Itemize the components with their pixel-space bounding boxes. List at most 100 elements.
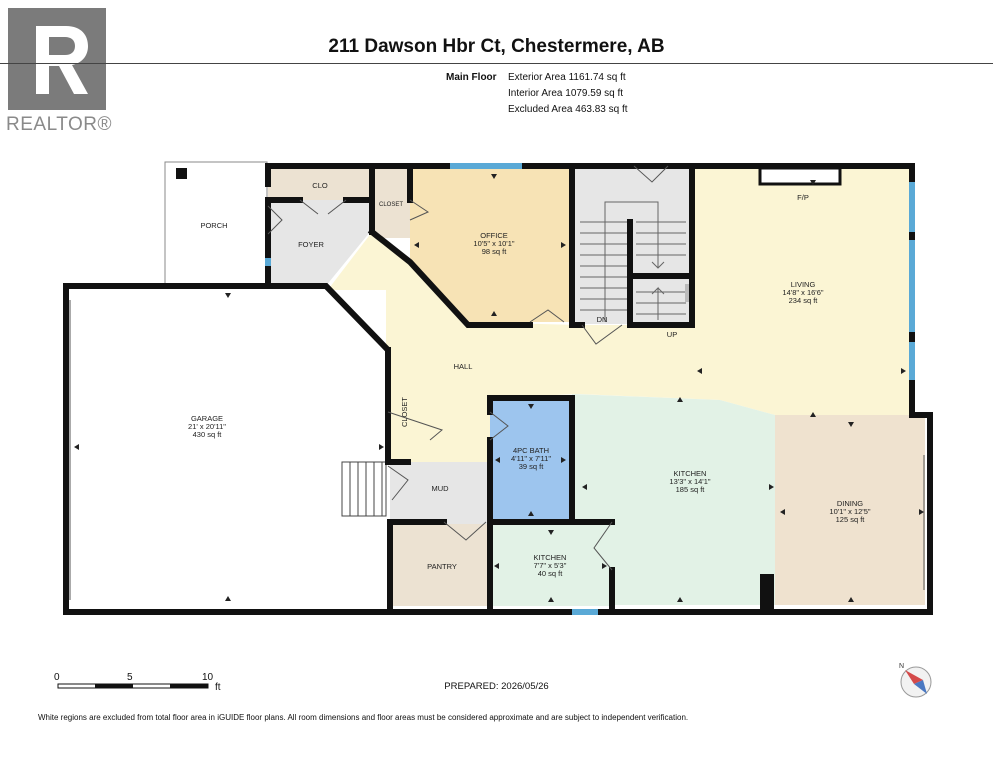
tick [548, 530, 554, 535]
mud-door [387, 465, 409, 501]
tick [780, 509, 785, 515]
pantry-door [443, 521, 487, 541]
garage-area [68, 290, 386, 608]
fp-label: F/P [797, 193, 809, 202]
clo-label: CLO [312, 181, 328, 190]
tick [414, 242, 419, 248]
doors [267, 165, 669, 571]
tick [491, 311, 497, 316]
foyer-label: FOYER [298, 240, 324, 249]
stairs [580, 201, 693, 322]
hall-label: HALL [454, 362, 473, 371]
wall-bath [487, 395, 575, 523]
living-door [633, 165, 669, 183]
tick [810, 412, 816, 417]
garage-dims: 21' x 20'11" [188, 422, 226, 431]
dining-name: DINING [837, 499, 863, 508]
compass-icon: N [899, 663, 932, 698]
living-dims: 14'8" x 16'6" [782, 288, 823, 297]
tick [848, 422, 854, 427]
tick [561, 242, 566, 248]
tick [919, 509, 924, 515]
area-lines: Exterior Area 1161.74 sq ft Interior Are… [508, 70, 628, 118]
kitchen2-area [490, 524, 612, 606]
step-block [341, 461, 387, 517]
tick [379, 444, 384, 450]
tick [677, 597, 683, 602]
realtor-logo-mark [8, 8, 106, 110]
tick [561, 457, 566, 463]
tick [602, 563, 607, 569]
room-fills [68, 161, 925, 608]
tick [225, 293, 231, 298]
office-door [529, 309, 565, 323]
compass: N [896, 660, 936, 700]
footnote: White regions are excluded from total fl… [38, 713, 689, 722]
office-area [410, 168, 570, 322]
stair-arrowhead-up [657, 287, 665, 295]
office-name: OFFICE [480, 231, 508, 240]
office-area-label: 98 sq ft [482, 247, 508, 256]
porch-label: PORCH [200, 221, 227, 230]
realtor-r-icon [36, 26, 88, 94]
kitchen2-area-label: 40 sq ft [538, 569, 564, 578]
garage-name: GARAGE [191, 414, 223, 423]
mud-area [390, 462, 490, 524]
exterior-area: Exterior Area 1161.74 sq ft [508, 72, 626, 83]
closet-top-area [372, 168, 410, 238]
fireplace [758, 166, 842, 186]
kitchen-area [572, 394, 775, 605]
scale-bar: 0 5 10 ft [50, 672, 240, 702]
bath-door [489, 411, 509, 441]
garage-area-label: 430 sq ft [193, 430, 223, 439]
clo-door [299, 199, 347, 215]
scale-bar-graphic [57, 683, 209, 689]
dn-label: DN [597, 315, 608, 324]
excluded-area: Excluded Area 463.83 sq ft [508, 104, 628, 115]
tick [901, 368, 906, 374]
tick [810, 180, 816, 185]
up-label: UP [667, 330, 677, 339]
closet-hall-label: CLOSET [400, 397, 409, 427]
tick [495, 457, 500, 463]
closet-top-label: CLOSET [379, 202, 403, 208]
kitchen-area-label: 185 sq ft [676, 485, 706, 494]
kitchen2-name: KITCHEN [534, 553, 567, 562]
kitchen2-dims: 7'7" x 5'3" [534, 561, 567, 570]
dining-dims: 10'1" x 12'5" [829, 507, 870, 516]
living-area [578, 168, 912, 415]
closet-hall-door [387, 411, 444, 441]
hall-area [330, 232, 578, 462]
realtor-logo-text: REALTOR® [6, 114, 112, 135]
tick [494, 563, 499, 569]
tick [528, 404, 534, 409]
windows [265, 163, 915, 615]
living-name: LIVING [791, 280, 816, 289]
tick [769, 484, 774, 490]
scale-label-0: 0 [54, 672, 60, 683]
foyer-area [268, 200, 370, 287]
garage-steps [341, 461, 387, 517]
tick [548, 597, 554, 602]
kitchen2-door [593, 521, 613, 571]
mud-label: MUD [431, 484, 449, 493]
kitchen-column [760, 574, 774, 612]
floor-name: Main Floor [446, 72, 497, 83]
bath-dims: 4'11" x 7'11" [511, 454, 551, 463]
foyer-door [267, 205, 283, 235]
dining-area-label: 125 sq ft [836, 515, 866, 524]
stair-door [581, 324, 623, 345]
tick [225, 596, 231, 601]
stair-arrowhead-down [651, 261, 665, 269]
scale-label-5: 5 [127, 672, 133, 683]
pantry-area [390, 524, 490, 606]
scale-label-10: 10 [202, 672, 214, 683]
wall-office-diag [367, 227, 533, 328]
pantry-label: PANTRY [427, 562, 457, 571]
stair-arrow-down [604, 201, 659, 322]
office-dims: 10'5" x 10'1" [473, 239, 514, 248]
tick [582, 484, 587, 490]
closet-top-door [409, 199, 430, 221]
realtor-logo: REALTOR® [6, 6, 118, 136]
